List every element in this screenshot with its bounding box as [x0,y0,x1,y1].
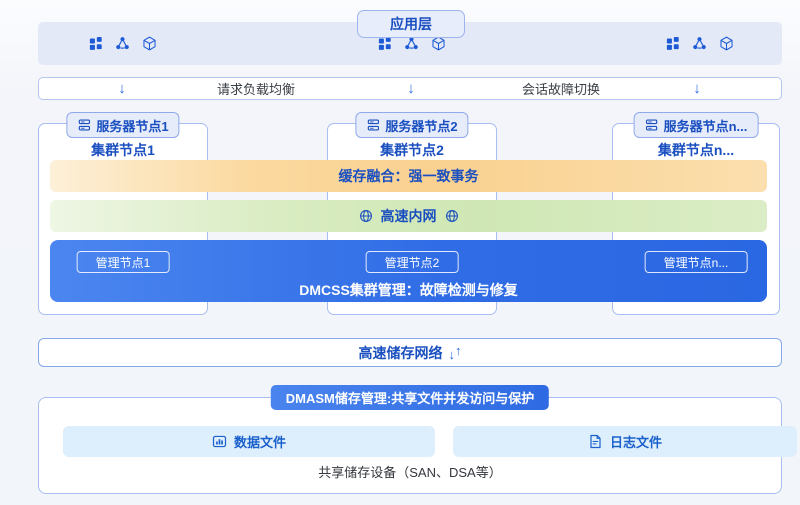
cluster-icon [693,37,706,50]
globe-icon [359,210,372,222]
down-arrow-icon: ↓ [407,80,415,97]
cube-icon [720,36,733,51]
load-balance-label: 请求负载均衡 [216,82,296,97]
cache-fusion-bar: 缓存融合：强一致事务 [50,160,767,192]
dmcss-title: DMCSS集群管理：故障检测与修复 [299,282,518,298]
app-icon-group-3 [665,36,734,51]
data-file-label: 数据文件 [233,435,286,450]
server-icon [78,119,91,131]
log-file-icon [590,434,601,449]
down-arrow-icon: ↓ [448,347,456,362]
intranet-label: 高速内网 [380,208,437,224]
apps-icon [666,36,679,50]
server-icon [367,119,380,131]
server-node-badge-n: 服务器节点n... [633,112,759,138]
apps-icon [378,36,391,50]
app-layer-badge: 应用层 [357,10,465,38]
server-node-label: 服务器节点1 [96,118,169,134]
intranet-bar: 高速内网 [50,200,767,232]
server-node-badge-1: 服务器节点1 [66,112,180,138]
cluster-icon [116,37,129,50]
apps-icon [89,36,102,50]
cube-icon [432,36,445,51]
up-down-arrows-icon: ↓ ↑ [448,343,462,362]
cluster-node-label: 集群节点n... [657,142,735,158]
flow-bar: ↓ 请求负载均衡 ↓ 会话故障切换 ↓ [38,77,782,100]
server-node-label: 服务器节点2 [385,118,458,134]
app-icon-group-1 [88,36,157,51]
storage-network-bar: 高速储存网络 ↓ ↑ [38,338,782,367]
cluster-icon [405,37,418,50]
shared-storage-label: 共享储存设备（SAN、DSA等） [318,465,502,480]
globe-icon [445,210,458,222]
storage-network-label: 高速储存网络 [358,344,443,361]
dmasm-storage-box: DMASM储存管理:共享文件并发访问与保护 数据文件 日志文件 共享储存设备（S… [38,385,797,494]
dmasm-title-badge: DMASM储存管理:共享文件并发访问与保护 [270,385,550,410]
mgmt-node-pill-2: 管理节点2 [365,251,459,273]
up-arrow-icon: ↑ [455,343,462,358]
data-file-icon [212,435,227,448]
server-node-badge-2: 服务器节点2 [355,112,469,138]
server-node-label: 服务器节点n... [663,118,748,134]
cube-icon [143,36,156,51]
mgmt-node-pill-n: 管理节点n... [644,251,748,273]
session-failover-label: 会话故障切换 [521,82,601,97]
cluster-node-label: 集群节点1 [91,142,155,158]
cache-fusion-label: 缓存融合：强一致事务 [338,168,479,184]
data-file-chip: 数据文件 [63,426,435,457]
dmcss-bar: 管理节点1 管理节点2 管理节点n... DMCSS集群管理：故障检测与修复 [50,240,767,302]
app-layer-label: 应用层 [390,16,432,32]
mgmt-node-pill-1: 管理节点1 [76,251,170,273]
down-arrow-icon: ↓ [118,80,126,97]
cluster-node-label: 集群节点2 [380,142,444,158]
server-icon [645,119,658,131]
app-icon-group-2 [377,36,446,51]
down-arrow-icon: ↓ [693,80,701,97]
log-file-label: 日志文件 [609,435,662,450]
log-file-chip: 日志文件 [453,426,797,457]
